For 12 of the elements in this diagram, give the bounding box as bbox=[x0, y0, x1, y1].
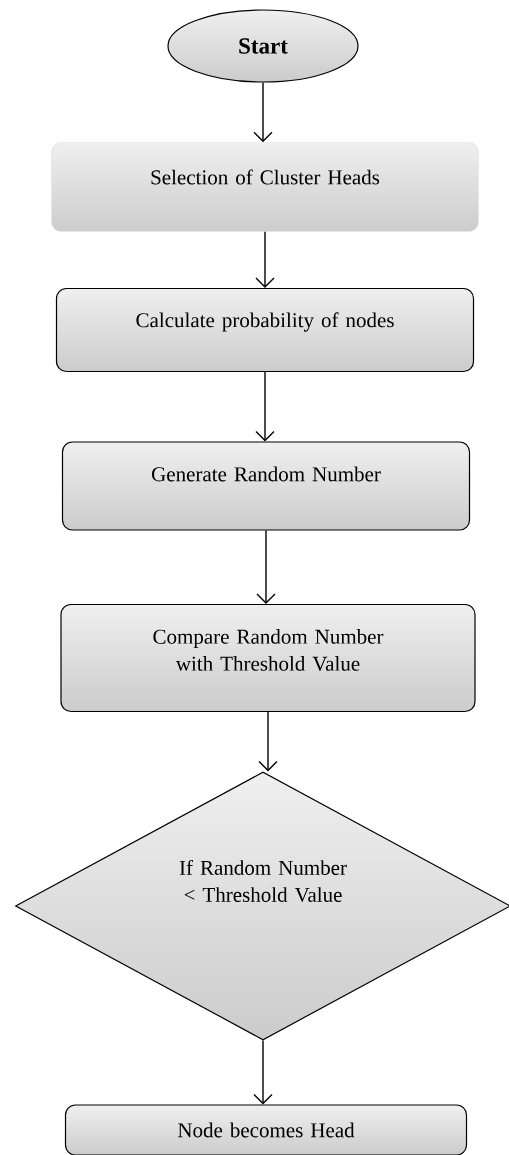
process-box: Node becomes Head bbox=[64, 1104, 468, 1155]
arrow bbox=[253, 1039, 273, 1105]
arrow bbox=[253, 81, 273, 143]
arrow bbox=[255, 231, 275, 288]
process-box: Generate Random Number bbox=[61, 441, 471, 531]
arrow bbox=[255, 371, 275, 442]
arrow bbox=[258, 711, 278, 772]
start-terminal: Start bbox=[167, 9, 359, 83]
process-box: Calculate probability of nodes bbox=[55, 287, 475, 373]
arrow bbox=[256, 529, 276, 604]
process-box: Compare Random Number with Threshold Value bbox=[60, 603, 476, 713]
process-box: Selection of Cluster Heads bbox=[51, 142, 479, 232]
